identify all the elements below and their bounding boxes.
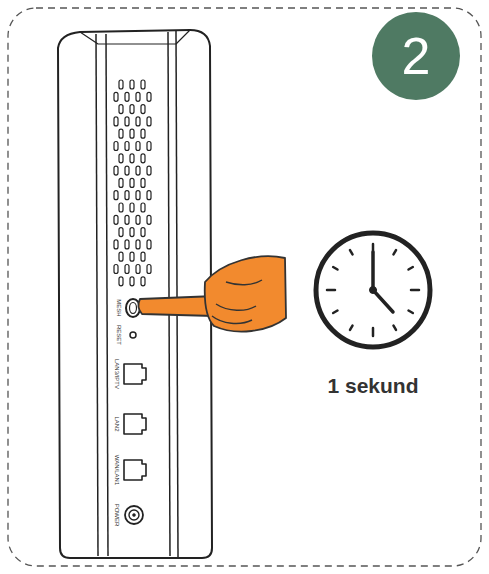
vent-hole: [141, 105, 145, 114]
clock-tick: [409, 267, 413, 270]
vent-hole: [147, 92, 151, 101]
vent-hole: [141, 154, 145, 163]
clock-tick: [411, 289, 419, 292]
vent-hole: [119, 80, 123, 89]
vent-hole: [114, 215, 118, 224]
vent-hole: [136, 265, 140, 274]
vent-hole: [119, 277, 123, 286]
dashed-frame: [8, 8, 481, 566]
vent-hole: [147, 265, 151, 274]
port-label: LAN3/IPTV: [114, 359, 120, 389]
vent-hole: [130, 228, 134, 237]
port-label: LAN2: [114, 416, 120, 431]
clock-tick: [409, 311, 413, 314]
vent-hole: [125, 265, 129, 274]
clock-tick: [350, 250, 353, 254]
vent-hole: [130, 154, 134, 163]
step-number: 2: [402, 30, 431, 82]
port-label: MESH: [116, 299, 122, 316]
vent-hole: [114, 166, 118, 175]
clock-icon: [316, 233, 430, 347]
vent-hole: [125, 92, 129, 101]
vent-hole: [119, 105, 123, 114]
vent-hole: [119, 228, 123, 237]
vent-hole: [125, 142, 129, 151]
vent-hole: [114, 265, 118, 274]
router-device: [58, 30, 212, 558]
vent-hole: [141, 252, 145, 261]
vent-hole: [130, 129, 134, 138]
port-label: RESET: [116, 325, 122, 345]
vent-hole: [147, 142, 151, 151]
vent-hole: [119, 252, 123, 261]
vent-hole: [130, 252, 134, 261]
vent-hole: [119, 154, 123, 163]
vent-hole: [141, 203, 145, 212]
vent-hole: [130, 105, 134, 114]
port-label: WAN/LAN1: [114, 455, 120, 485]
vent-hole: [125, 117, 129, 126]
clock-tick: [333, 311, 337, 314]
clock-tick: [327, 289, 335, 292]
vent-hole: [119, 178, 123, 187]
clock-tick: [394, 250, 397, 254]
clock-tick: [350, 326, 353, 330]
vent-hole: [147, 240, 151, 249]
vent-hole: [125, 191, 129, 200]
vent-hole: [114, 240, 118, 249]
vent-hole: [141, 277, 145, 286]
vent-hole: [119, 129, 123, 138]
vent-hole: [125, 240, 129, 249]
vent-hole: [114, 191, 118, 200]
vent-hole: [119, 203, 123, 212]
clock-tick: [372, 328, 375, 336]
vent-hole: [141, 80, 145, 89]
vent-hole: [136, 166, 140, 175]
clock-tick: [394, 326, 397, 330]
port-label: POWER: [114, 504, 120, 527]
vent-hole: [147, 215, 151, 224]
vent-hole: [130, 277, 134, 286]
vent-hole: [114, 117, 118, 126]
vent-hole: [114, 142, 118, 151]
vent-hole: [125, 215, 129, 224]
vent-hole: [141, 129, 145, 138]
pointing-hand: [138, 256, 286, 331]
vent-hole: [147, 117, 151, 126]
vent-hole: [136, 240, 140, 249]
vent-hole: [130, 203, 134, 212]
vent-hole: [136, 117, 140, 126]
vent-hole: [147, 166, 151, 175]
vent-hole: [130, 80, 134, 89]
vent-hole: [136, 191, 140, 200]
vent-hole: [136, 92, 140, 101]
step-badge: 2: [372, 12, 460, 100]
vent-hole: [136, 142, 140, 151]
vent-hole: [125, 166, 129, 175]
vent-hole: [136, 215, 140, 224]
vent-hole: [114, 92, 118, 101]
vent-hole: [130, 178, 134, 187]
vent-hole: [141, 228, 145, 237]
clock-tick: [333, 267, 337, 270]
vent-hole: [141, 178, 145, 187]
vent-hole: [147, 191, 151, 200]
duration-label: 1 sekund: [327, 374, 418, 398]
